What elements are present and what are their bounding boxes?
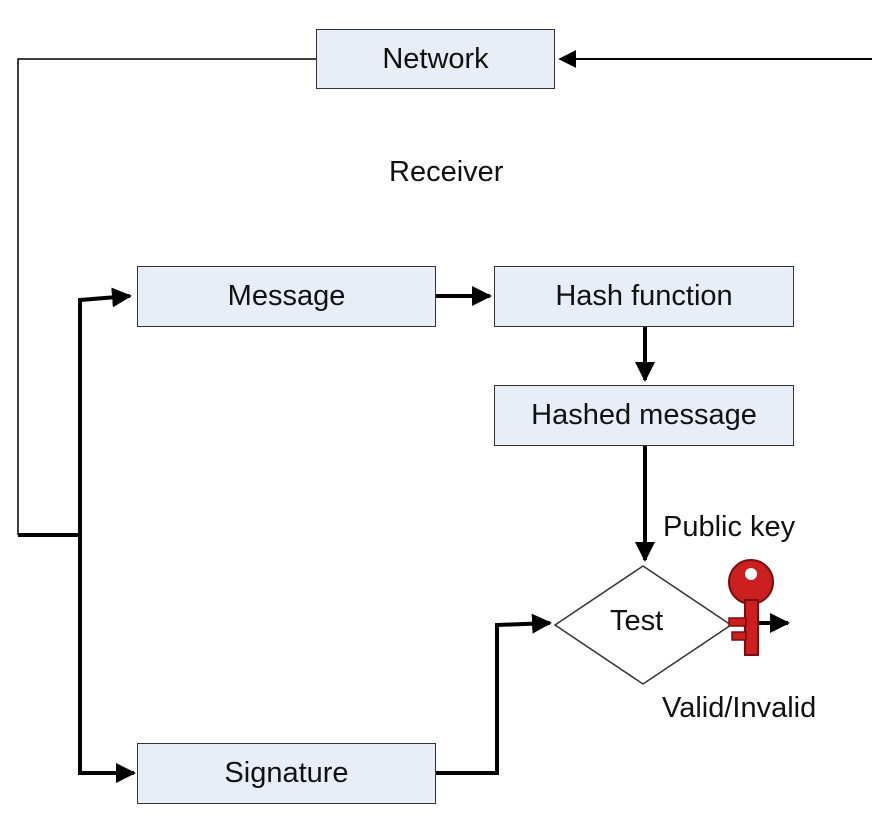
test-label: Test bbox=[610, 605, 664, 637]
message-box: Message bbox=[137, 266, 436, 327]
message-label: Message bbox=[227, 280, 346, 312]
key-icon bbox=[728, 559, 774, 656]
hash-function-box: Hash function bbox=[494, 266, 794, 327]
network-box: Network bbox=[316, 29, 555, 89]
arrow-signature-to-test bbox=[436, 613, 552, 775]
valid-invalid-label: Valid/Invalid bbox=[662, 692, 817, 724]
signature-box: Signature bbox=[137, 743, 436, 804]
hashed-message-label: Hashed message bbox=[531, 399, 757, 431]
hashed-message-box: Hashed message bbox=[494, 385, 794, 446]
signature-label: Signature bbox=[224, 757, 349, 789]
network-label: Network bbox=[382, 42, 489, 75]
receiver-label: Receiver bbox=[389, 156, 504, 188]
test-diamond bbox=[553, 565, 733, 685]
public-key-label: Public key bbox=[663, 511, 796, 543]
arrow-to-message bbox=[78, 287, 132, 535]
network-loop-line bbox=[17, 58, 316, 535]
hash-function-label: Hash function bbox=[555, 280, 733, 312]
arrow-to-signature bbox=[78, 535, 136, 783]
